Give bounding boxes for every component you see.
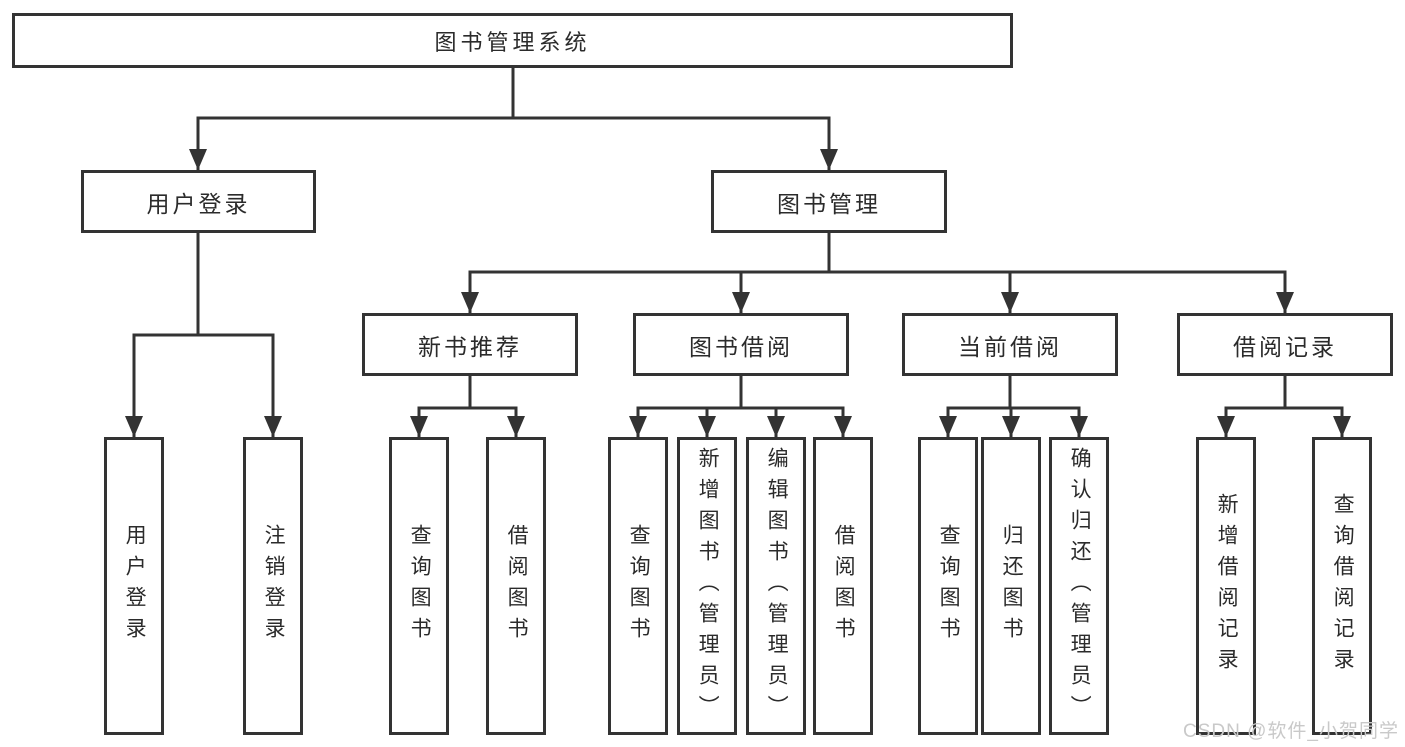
leaf-add-borrow-record: 新增借阅记录 xyxy=(1196,437,1256,735)
leaf-query-borrow-record-label: 查询借阅记录 xyxy=(1331,493,1355,679)
node-user-login: 用户登录 xyxy=(81,170,316,233)
leaf-add-books-admin-label: 新增图书（管理员） xyxy=(696,446,720,726)
node-current-borrow: 当前借阅 xyxy=(902,313,1118,376)
leaf-user-login-label: 用户登录 xyxy=(123,524,147,648)
leaf-borrow-books: 借阅图书 xyxy=(813,437,873,735)
node-root-system-label: 图书管理系统 xyxy=(434,29,591,55)
leaf-return-books: 归还图书 xyxy=(981,437,1041,735)
leaf-query-borrow-record: 查询借阅记录 xyxy=(1312,437,1372,735)
node-book-management: 图书管理 xyxy=(711,170,947,233)
leaf-query-books-borrow-label: 查询图书 xyxy=(627,524,651,648)
node-current-borrow-label: 当前借阅 xyxy=(958,333,1062,360)
node-user-login-label: 用户登录 xyxy=(146,190,251,217)
leaf-edit-books-admin: 编辑图书（管理员） xyxy=(746,437,806,735)
leaf-user-login: 用户登录 xyxy=(104,437,164,735)
leaf-add-books-admin: 新增图书（管理员） xyxy=(677,437,737,735)
node-book-borrow-label: 图书借阅 xyxy=(689,333,793,360)
csdn-watermark: CSDN @软件_小贺同学 xyxy=(1183,721,1399,742)
node-borrow-records: 借阅记录 xyxy=(1177,313,1393,376)
leaf-logout-login: 注销登录 xyxy=(243,437,303,735)
leaf-confirm-return-admin: 确认归还（管理员） xyxy=(1049,437,1109,735)
leaf-query-books-recommend: 查询图书 xyxy=(389,437,449,735)
node-new-book-recommend-label: 新书推荐 xyxy=(418,333,522,360)
leaf-query-books-current-label: 查询图书 xyxy=(937,524,961,648)
node-book-borrow: 图书借阅 xyxy=(633,313,849,376)
leaf-add-borrow-record-label: 新增借阅记录 xyxy=(1215,493,1239,679)
leaf-borrow-books-recommend-label: 借阅图书 xyxy=(505,524,529,648)
node-borrow-records-label: 借阅记录 xyxy=(1233,333,1337,360)
leaf-query-books-current: 查询图书 xyxy=(918,437,978,735)
leaf-return-books-label: 归还图书 xyxy=(1000,524,1024,648)
node-new-book-recommend: 新书推荐 xyxy=(362,313,578,376)
leaf-borrow-books-label: 借阅图书 xyxy=(832,524,856,648)
node-root-system: 图书管理系统 xyxy=(12,13,1013,68)
node-book-management-label: 图书管理 xyxy=(777,190,881,217)
leaf-query-books-borrow: 查询图书 xyxy=(608,437,668,735)
leaf-confirm-return-admin-label: 确认归还（管理员） xyxy=(1068,446,1092,726)
leaf-logout-login-label: 注销登录 xyxy=(262,524,286,648)
leaf-query-books-recommend-label: 查询图书 xyxy=(408,524,432,648)
leaf-edit-books-admin-label: 编辑图书（管理员） xyxy=(765,446,789,726)
leaf-borrow-books-recommend: 借阅图书 xyxy=(486,437,546,735)
